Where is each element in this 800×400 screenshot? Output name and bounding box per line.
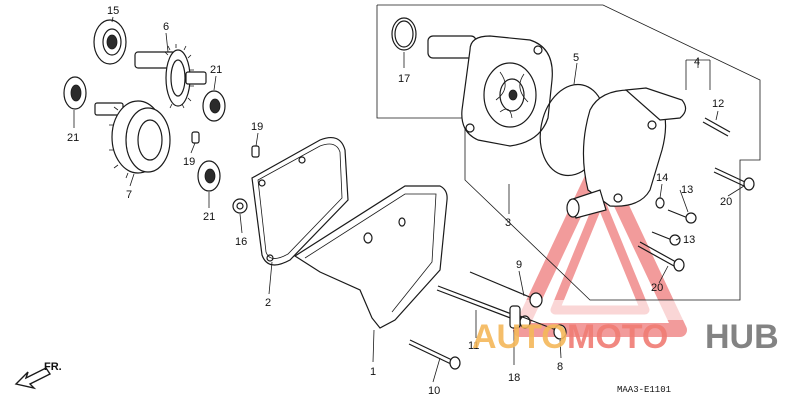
callout-14: 14 [656, 172, 668, 184]
callout-8: 8 [557, 361, 563, 373]
callout-4: 4 [694, 56, 700, 68]
watermark-auto: AUTO [472, 318, 568, 356]
watermark-logo: AUTO MOTO HUB [472, 318, 779, 356]
pump-body-3 [427, 35, 553, 147]
gear-shaft-6 [134, 44, 207, 109]
pin-19-a [191, 131, 200, 144]
callout-12: 12 [712, 98, 724, 110]
watermark-hub: HUB [705, 318, 779, 356]
bearing-21-left [63, 76, 87, 110]
watermark-moto: MOTO [567, 318, 668, 356]
callout-7: 7 [126, 189, 132, 201]
callout-18: 18 [508, 372, 520, 384]
callout-2: 2 [265, 297, 271, 309]
gasket-2 [251, 137, 349, 266]
bolt-20-upper [713, 167, 755, 191]
drawing-code: MAA3-E1101 [617, 385, 671, 395]
bolt-9 [469, 271, 543, 308]
bearing-21-upper [202, 90, 226, 122]
pump-cover-4 [566, 87, 687, 219]
callout-labels: 15 6 21 21 7 19 19 21 16 2 1 17 3 5 4 12… [67, 5, 732, 397]
clamp-18 [509, 305, 521, 329]
bolt-13-lower [651, 231, 681, 246]
cover-1 [293, 185, 448, 329]
callout-13-lower: 13 [683, 234, 695, 246]
callout-20-upper: 20 [720, 196, 732, 208]
callout-10: 10 [428, 385, 440, 397]
callout-15: 15 [107, 5, 119, 17]
callout-11: 11 [468, 340, 479, 352]
gear-assembly-7 [94, 100, 171, 179]
bolt-12 [702, 117, 731, 137]
bolt-8 [519, 315, 567, 340]
callout-21-upper: 21 [210, 64, 222, 76]
watermark-triangle [500, 153, 760, 337]
assembly-boundary [376, 4, 761, 301]
callout-1: 1 [370, 366, 376, 378]
callout-17: 17 [398, 73, 410, 85]
bolt-10 [408, 339, 461, 370]
washer-14 [655, 197, 665, 209]
callout-19-right: 19 [251, 121, 263, 133]
callout-13-upper: 13 [681, 184, 693, 196]
callout-21-left: 21 [67, 132, 79, 144]
bolt-20-lower [637, 241, 685, 272]
callout-9: 9 [516, 259, 522, 271]
leader-lines [73, 16, 745, 383]
nut-16 [232, 198, 248, 214]
callout-19-left: 19 [183, 156, 195, 168]
front-label: FR. [44, 361, 62, 373]
pin-19-b [251, 145, 260, 158]
o-ring-17 [391, 17, 417, 51]
callout-20-lower: 20 [651, 282, 663, 294]
callout-5: 5 [573, 52, 579, 64]
bolt-13-upper [667, 209, 697, 224]
callout-16: 16 [235, 236, 247, 248]
callout-21-lower: 21 [203, 211, 215, 223]
callout-6: 6 [163, 21, 169, 33]
bearing-21-lower [197, 160, 221, 192]
bearing-15 [93, 19, 127, 65]
callout-3: 3 [505, 217, 511, 229]
front-direction-arrow: FR. [14, 361, 62, 390]
